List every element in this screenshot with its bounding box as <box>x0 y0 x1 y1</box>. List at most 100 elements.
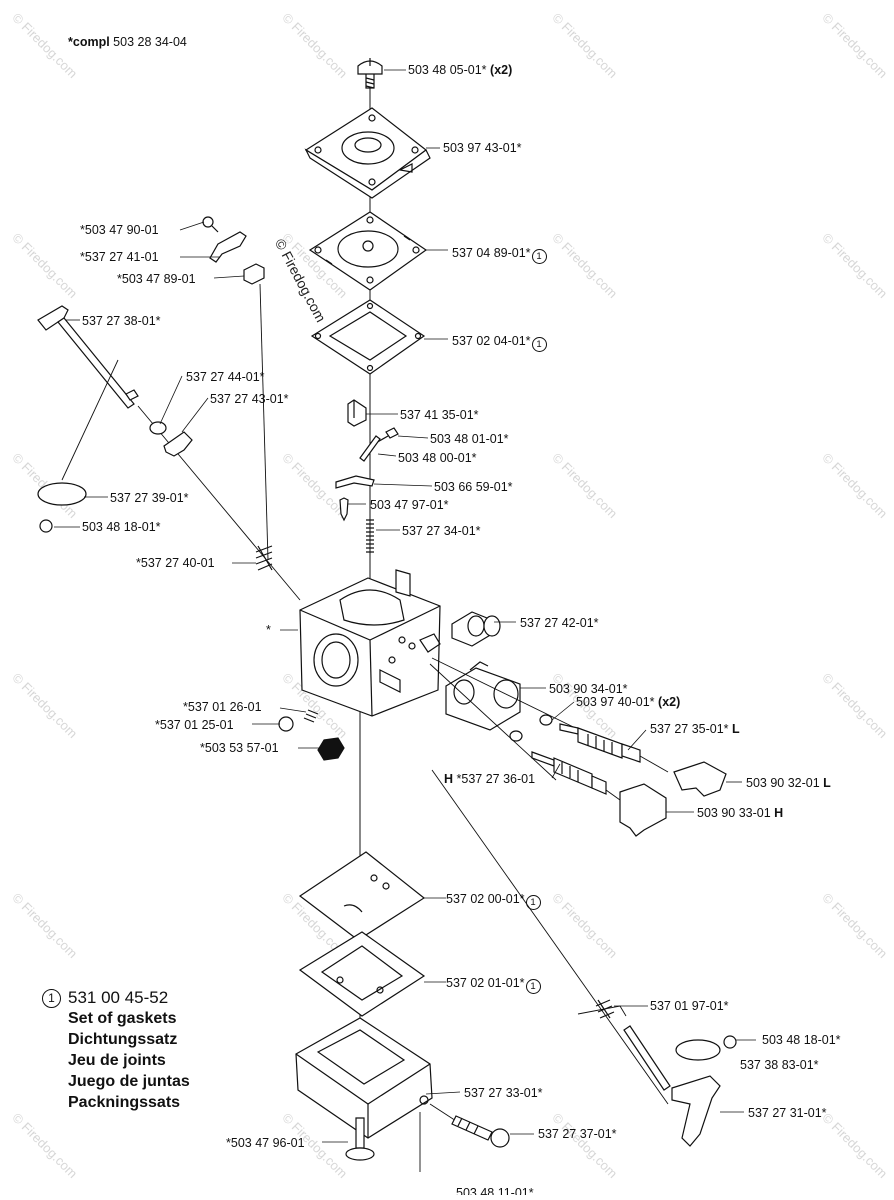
label-pump-gasket[interactable]: 537 02 04-01*1 <box>452 334 547 352</box>
part-number: 503 90 34-01* <box>549 682 628 696</box>
part-number: 537 27 37-01* <box>538 1127 617 1141</box>
label-clip-screw[interactable]: *503 47 90-01 <box>80 223 159 237</box>
part-number: 503 48 00-01* <box>398 451 477 465</box>
label-screw-mid[interactable]: 503 48 01-01* <box>430 432 509 446</box>
bottom-screw <box>345 1117 375 1161</box>
label-needle-h[interactable]: H *537 27 36-01 <box>444 772 535 786</box>
part-number: 503 48 11-01* <box>456 1186 534 1195</box>
pump-gasket <box>310 299 426 375</box>
label-pump-diaphragm[interactable]: 537 04 89-01*1 <box>452 246 547 264</box>
screw-left <box>39 519 53 533</box>
label-screw-left[interactable]: 503 48 18-01* <box>82 520 161 534</box>
label-washer-b[interactable]: 537 27 43-01* <box>210 392 289 406</box>
valve-plate <box>37 482 87 506</box>
label-cover[interactable]: 503 97 43-01* <box>443 141 522 155</box>
part-number: 537 01 97-01* <box>650 999 729 1013</box>
carburetor-body <box>299 569 441 717</box>
legend-line: Set of gaskets <box>68 1010 177 1027</box>
label-welch-a[interactable]: *537 01 26-01 <box>183 700 262 714</box>
label-screw-right[interactable]: 503 48 18-01* <box>762 1033 841 1047</box>
needle-h <box>531 751 607 795</box>
washer-a <box>149 421 167 435</box>
label-throttle-plate[interactable]: 537 38 83-01* <box>740 1058 819 1072</box>
label-adjust-screw[interactable]: 537 27 37-01* <box>538 1127 617 1141</box>
label-throttle-spring[interactable]: 537 01 97-01* <box>650 999 729 1013</box>
part-number: 537 27 43-01* <box>210 392 289 406</box>
label-carb-body[interactable]: * <box>266 623 271 637</box>
part-number: 537 27 31-01* <box>748 1106 827 1120</box>
part-number: 537 27 35-01* <box>650 722 729 736</box>
needle-housing <box>445 661 521 731</box>
legend-marker: 1 <box>42 989 61 1008</box>
throttle-plate <box>675 1039 721 1061</box>
label-needle[interactable]: 503 47 97-01* <box>370 498 449 512</box>
limiter-h <box>619 783 667 837</box>
label-oring[interactable]: 503 97 40-01* (x2) <box>576 695 680 709</box>
cap-top <box>451 611 501 647</box>
pump-diaphragm <box>308 211 428 291</box>
throttle-lever <box>671 1075 721 1147</box>
label-limiter-l[interactable]: 503 90 32-01 L <box>746 776 831 790</box>
right-screw <box>723 1035 737 1049</box>
part-number: 503 47 97-01* <box>370 498 449 512</box>
label-throttle-shaft[interactable]: 537 27 38-01* <box>82 314 161 328</box>
part-number: 537 27 39-01* <box>110 491 189 505</box>
needle-type: L <box>823 776 831 790</box>
label-pin[interactable]: 503 48 00-01* <box>398 451 477 465</box>
part-number: *537 27 36-01 <box>456 772 536 786</box>
part-number: 503 90 33-01 <box>697 806 771 820</box>
part-number: 503 48 01-01* <box>430 432 509 446</box>
metering-gasket <box>298 931 426 1017</box>
label-valve-plate[interactable]: 537 27 39-01* <box>110 491 189 505</box>
part-number: *537 27 41-01 <box>80 250 159 264</box>
part-number: 537 04 89-01* <box>452 246 531 260</box>
spring-mid <box>366 519 374 553</box>
label-screw-bottom[interactable]: *503 47 96-01 <box>226 1136 305 1150</box>
label-cover-bottom[interactable]: 537 27 33-01* <box>464 1086 543 1100</box>
part-number: *503 47 90-01 <box>80 223 159 237</box>
label-cap-top[interactable]: 537 27 42-01* <box>520 616 599 630</box>
label-screw-top[interactable]: 503 48 05-01* (x2) <box>408 63 512 77</box>
legend-line: Dichtungssatz <box>68 1031 178 1048</box>
assembly-header: *compl 503 28 34-04 <box>68 35 187 49</box>
inlet-needle <box>339 497 349 522</box>
label-spring-left[interactable]: *537 27 40-01 <box>136 556 215 570</box>
legend-line: Jeu de joints <box>68 1052 166 1069</box>
part-number: *503 53 57-01 <box>200 741 279 755</box>
label-needle-l[interactable]: 537 27 35-01* L <box>650 722 740 736</box>
label-cut-off[interactable]: 503 48 11-01* <box>456 1186 534 1195</box>
label-lever[interactable]: 503 66 59-01* <box>434 480 513 494</box>
label-plug[interactable]: 537 41 35-01* <box>400 408 479 422</box>
gasket-set-marker: 1 <box>525 979 541 994</box>
mid-screw <box>373 427 399 445</box>
part-number: * <box>266 623 271 637</box>
spring-left <box>255 545 273 571</box>
label-choke-bushing[interactable]: *503 47 89-01 <box>117 272 196 286</box>
label-metering-gasket[interactable]: 537 02 01-01*1 <box>446 976 541 994</box>
part-number: 503 90 32-01 <box>746 776 820 790</box>
label-washer-a[interactable]: 537 27 44-01* <box>186 370 265 384</box>
quantity: (x2) <box>658 695 681 709</box>
header-number: 503 28 34-04 <box>113 35 187 49</box>
label-spring-mid[interactable]: 537 27 34-01* <box>402 524 481 538</box>
label-welch-b[interactable]: *537 01 25-01 <box>155 718 234 732</box>
legend-number: 531 00 45-52 <box>68 988 169 1007</box>
adjust-screw <box>451 1115 510 1148</box>
part-number: *503 47 96-01 <box>226 1136 305 1150</box>
part-number: 537 27 33-01* <box>464 1086 543 1100</box>
clip-screw <box>202 216 219 233</box>
label-limiter-h[interactable]: 503 90 33-01 H <box>697 806 783 820</box>
needle-l <box>559 723 641 763</box>
label-housing[interactable]: 503 90 34-01* <box>549 682 628 696</box>
needle-type: L <box>732 722 740 736</box>
label-throttle-lever[interactable]: 537 27 31-01* <box>748 1106 827 1120</box>
top-screw <box>357 58 383 89</box>
part-number: *537 01 25-01 <box>155 718 234 732</box>
label-metering-diaphragm[interactable]: 537 02 00-01*1 <box>446 892 541 910</box>
label-filter[interactable]: *503 53 57-01 <box>200 741 279 755</box>
part-number: *537 27 40-01 <box>136 556 215 570</box>
part-number: 537 02 00-01* <box>446 892 525 906</box>
label-choke-lever[interactable]: *537 27 41-01 <box>80 250 159 264</box>
part-number: 537 27 42-01* <box>520 616 599 630</box>
part-number: 537 02 01-01* <box>446 976 525 990</box>
